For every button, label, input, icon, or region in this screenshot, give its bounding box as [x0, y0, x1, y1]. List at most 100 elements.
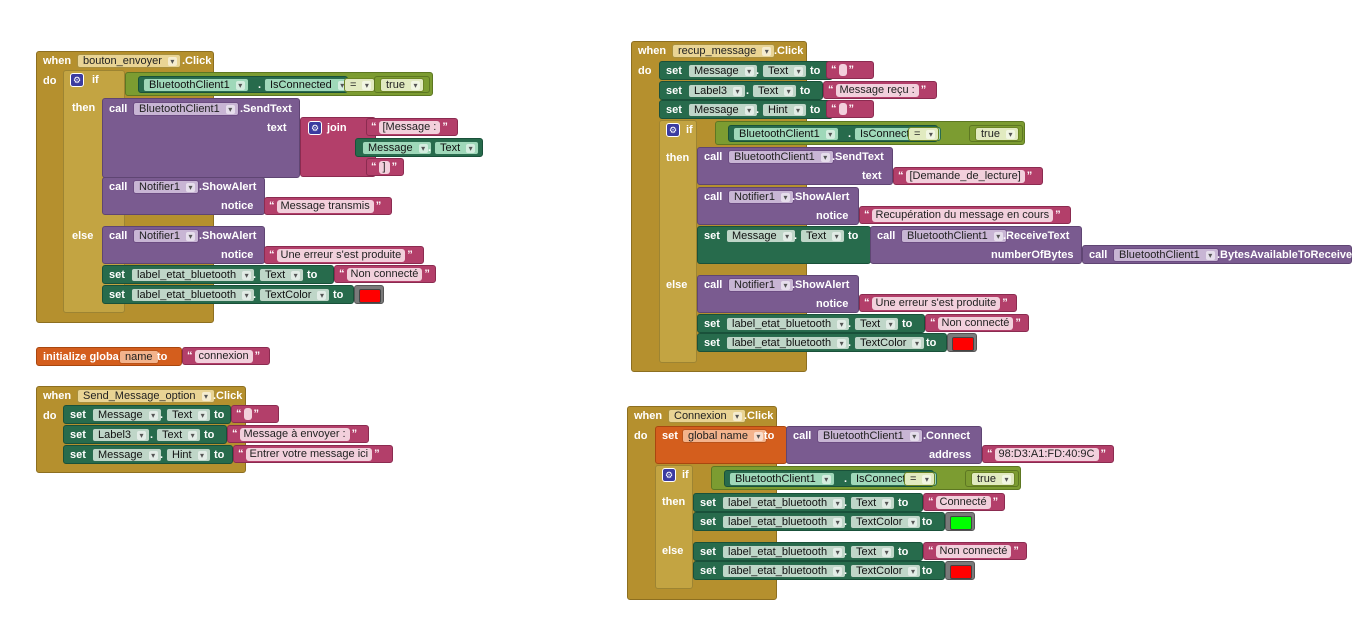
compare-block[interactable]: BluetoothClient1 . IsConnected = true: [125, 72, 433, 96]
message-component-dropdown[interactable]: Message: [726, 229, 796, 243]
hint-property-dropdown[interactable]: Hint: [166, 448, 211, 462]
notifier-component-dropdown[interactable]: Notifier1: [133, 229, 199, 243]
text-property-dropdown[interactable]: Text: [850, 545, 896, 559]
is-connected-dropdown[interactable]: IsConnected: [264, 78, 351, 92]
string-value[interactable]: Une erreur s'est produite: [276, 249, 406, 262]
string-empty[interactable]: “”: [231, 405, 279, 423]
string-value[interactable]: Message reçu :: [835, 84, 919, 97]
mutator-gear-icon[interactable]: ⚙: [70, 73, 84, 87]
text-color-property-dropdown[interactable]: TextColor: [850, 515, 922, 529]
equals-operator-dropdown[interactable]: =: [344, 78, 376, 92]
string-message-transmis[interactable]: “Message transmis”: [264, 197, 392, 215]
string-value[interactable]: Message transmis: [276, 200, 374, 213]
event-component-dropdown[interactable]: recup_message: [672, 44, 776, 58]
string-value[interactable]: Une erreur s'est produite: [871, 297, 1001, 310]
call-bytes-available-block[interactable]: call BluetoothClient1 .BytesAvailableToR…: [1082, 245, 1352, 264]
label-component-dropdown[interactable]: label_etat_bluetooth: [726, 336, 851, 350]
string-value[interactable]: [Message :: [378, 121, 441, 134]
color-block-red[interactable]: [354, 285, 384, 304]
green-color-swatch[interactable]: [950, 516, 972, 530]
set-label-text-block[interactable]: set label_etat_bluetooth . Text to: [693, 542, 923, 561]
string-value[interactable]: Recupération du message en cours: [871, 209, 1054, 222]
string-value[interactable]: connexion: [194, 350, 253, 363]
string-erreur[interactable]: “Une erreur s'est produite”: [264, 246, 424, 264]
text-property-dropdown[interactable]: Text: [752, 84, 798, 98]
string-value[interactable]: Non connecté: [346, 268, 423, 281]
set-message-hint-block[interactable]: set Message . Hint to: [659, 100, 833, 119]
color-block-red[interactable]: [945, 561, 975, 580]
text-property-dropdown[interactable]: Text: [259, 268, 305, 282]
color-block-red[interactable]: [947, 333, 977, 352]
text-property-dropdown[interactable]: Text: [156, 428, 202, 442]
bt-component-dropdown[interactable]: BluetoothClient1: [133, 102, 239, 116]
set-label3-text-block[interactable]: set Label3 . Text to: [63, 425, 227, 444]
string-value[interactable]: Non connecté: [935, 545, 1012, 558]
string-non-connecte[interactable]: “Non connecté”: [923, 542, 1027, 560]
set-message-hint-block[interactable]: set Message . Hint to: [63, 445, 233, 464]
mutator-gear-icon[interactable]: ⚙: [662, 468, 676, 482]
text-color-property-dropdown[interactable]: TextColor: [850, 564, 922, 578]
string-non-connecte[interactable]: “Non connecté”: [925, 314, 1029, 332]
is-connected-getter[interactable]: BluetoothClient1 . IsConnected: [724, 470, 937, 487]
set-message-text-block[interactable]: set Message . Text to: [659, 61, 833, 80]
is-connected-getter[interactable]: BluetoothClient1 . IsConnected: [728, 125, 941, 142]
string-value[interactable]: [Demande_de_lecture]: [905, 170, 1025, 183]
string-non-connecte[interactable]: “Non connecté”: [334, 265, 436, 283]
red-color-swatch[interactable]: [950, 565, 972, 579]
global-variable-dropdown[interactable]: global name: [682, 429, 767, 443]
string-value-empty[interactable]: [838, 103, 847, 116]
message-text-getter[interactable]: Message . Text: [355, 138, 483, 157]
text-color-property-dropdown[interactable]: TextColor: [259, 288, 331, 302]
true-boolean-block[interactable]: true: [965, 470, 1019, 487]
label-component-dropdown[interactable]: label_etat_bluetooth: [726, 317, 851, 331]
string-value[interactable]: Connecté: [935, 496, 991, 509]
string-connexion[interactable]: “connexion”: [182, 347, 270, 365]
message-component-dropdown[interactable]: Message: [92, 408, 162, 422]
compare-block[interactable]: BluetoothClient1 . IsConnected = true: [715, 121, 1025, 145]
notifier-component-dropdown[interactable]: Notifier1: [133, 180, 199, 194]
string-demande-lecture[interactable]: “[Demande_de_lecture]”: [893, 167, 1043, 185]
call-show-alert-block[interactable]: call Notifier1 .ShowAlert notice: [697, 275, 859, 313]
set-label3-text-block[interactable]: set Label3 . Text to: [659, 81, 823, 100]
global-name-field[interactable]: name: [119, 350, 159, 364]
true-dropdown[interactable]: true: [380, 78, 424, 92]
bt-component-dropdown[interactable]: BluetoothClient1: [728, 150, 834, 164]
event-component-dropdown[interactable]: bouton_envoyer: [77, 54, 181, 68]
string-connecte[interactable]: “Connecté”: [923, 493, 1005, 511]
mutator-gear-icon[interactable]: ⚙: [666, 123, 680, 137]
message-component-dropdown[interactable]: Message: [688, 103, 758, 117]
label-component-dropdown[interactable]: label_etat_bluetooth: [722, 515, 847, 529]
true-dropdown[interactable]: true: [971, 472, 1015, 486]
set-label-text-block[interactable]: set label_etat_bluetooth . Text to: [697, 314, 925, 333]
bt-component-dropdown[interactable]: BluetoothClient1: [901, 229, 1007, 243]
string-value[interactable]: 98:D3:A1:FD:40:9C: [994, 448, 1099, 461]
text-property-dropdown[interactable]: Text: [434, 141, 480, 155]
string-message-prefix[interactable]: “[Message :”: [366, 118, 458, 136]
bt-component-dropdown[interactable]: BluetoothClient1: [729, 472, 835, 486]
label-component-dropdown[interactable]: label_etat_bluetooth: [131, 288, 256, 302]
bt-component-dropdown[interactable]: BluetoothClient1: [817, 429, 923, 443]
if-block[interactable]: ⚙ if then else: [659, 120, 697, 363]
label-component-dropdown[interactable]: label_etat_bluetooth: [722, 496, 847, 510]
label-component-dropdown[interactable]: label_etat_bluetooth: [131, 268, 256, 282]
event-component-dropdown[interactable]: Send_Message_option: [77, 389, 215, 403]
string-value[interactable]: Entrer votre message ici: [245, 448, 373, 461]
true-boolean-block[interactable]: true: [374, 76, 430, 93]
message-component-dropdown[interactable]: Message: [688, 64, 758, 78]
notifier-component-dropdown[interactable]: Notifier1: [728, 278, 794, 292]
initialize-global-block[interactable]: initialize global name to: [36, 347, 182, 366]
true-boolean-block[interactable]: true: [969, 125, 1023, 142]
set-label-text-block[interactable]: set label_etat_bluetooth . Text to: [693, 493, 923, 512]
string-message-suffix[interactable]: “]”: [366, 158, 404, 176]
string-entrer-message[interactable]: “Entrer votre message ici”: [233, 445, 393, 463]
equals-operator-dropdown[interactable]: =: [904, 472, 936, 486]
set-label-text-block[interactable]: set label_etat_bluetooth . Text to: [102, 265, 334, 284]
is-connected-getter[interactable]: BluetoothClient1 . IsConnected: [138, 76, 351, 93]
mutator-gear-icon[interactable]: ⚙: [308, 121, 322, 135]
bt-component-dropdown[interactable]: BluetoothClient1: [143, 78, 249, 92]
true-dropdown[interactable]: true: [975, 127, 1019, 141]
text-property-dropdown[interactable]: Text: [800, 229, 846, 243]
label3-component-dropdown[interactable]: Label3: [92, 428, 151, 442]
hint-property-dropdown[interactable]: Hint: [762, 103, 807, 117]
set-label-color-block[interactable]: set label_etat_bluetooth . TextColor to: [693, 512, 945, 531]
